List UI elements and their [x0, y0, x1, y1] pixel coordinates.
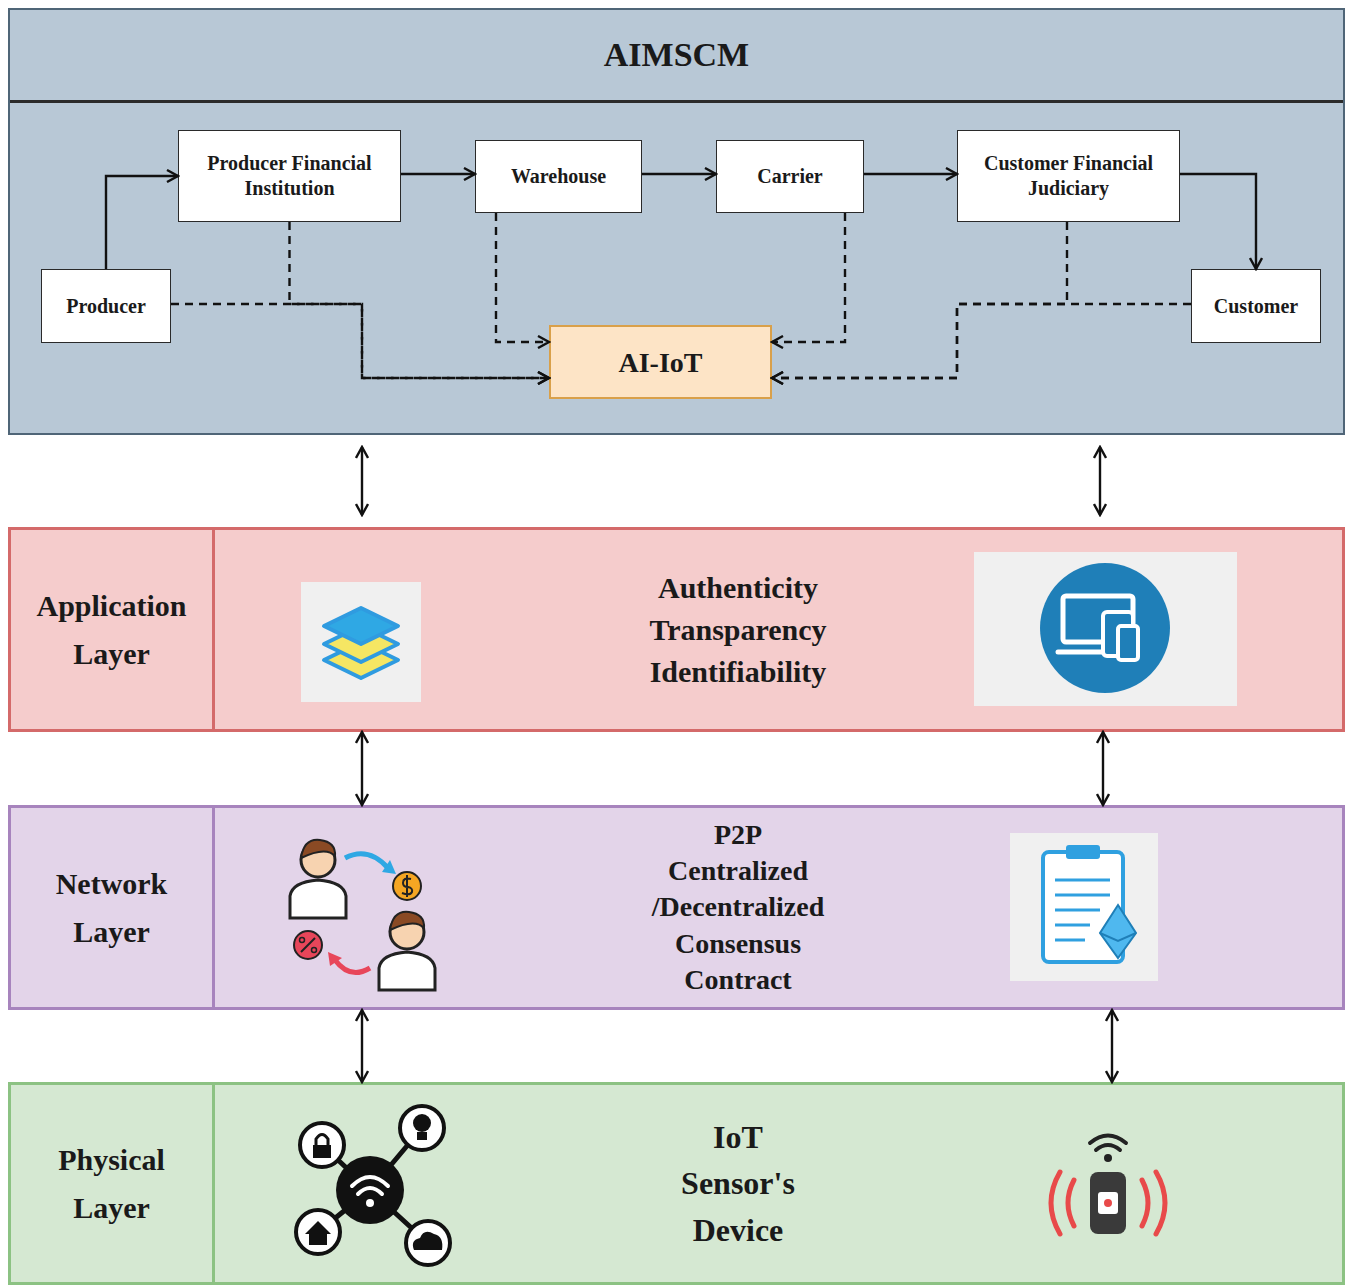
- layer-features: Authenticity Transparency Identifiabilit…: [649, 567, 826, 693]
- devices-icon: [974, 552, 1237, 706]
- layer-name: Application Layer: [19, 582, 204, 678]
- hub-box: AI-IoT: [549, 325, 772, 399]
- layer-content: Authenticity Transparency Identifiabilit…: [438, 530, 1038, 729]
- process-box: Producer Financial Institution: [178, 130, 401, 222]
- layer-name: Network Layer: [19, 860, 204, 956]
- process-box: Customer: [1191, 269, 1321, 343]
- arrow-connector: [1099, 447, 1101, 515]
- layer-label-cell: Application Layer: [11, 530, 215, 729]
- arrow-connector: [1111, 1010, 1113, 1082]
- exchange-icon: [290, 840, 435, 990]
- arrow-connector: [361, 732, 363, 805]
- dashed-connector: [171, 304, 549, 378]
- contract-icon: [1010, 833, 1158, 981]
- arrow-connector: [361, 447, 363, 515]
- layer-name: Physical Layer: [19, 1136, 204, 1232]
- box-label: Customer Financial Judiciary: [966, 151, 1171, 201]
- box-label: Customer: [1214, 294, 1298, 319]
- process-box: Producer: [41, 269, 171, 343]
- panel-title: AIMSCM: [604, 36, 749, 74]
- dashed-connector: [290, 222, 550, 378]
- arrow-connector: [106, 176, 178, 269]
- dashed-connector: [772, 304, 1191, 378]
- hub-label: AI-IoT: [618, 345, 702, 380]
- layer-label-cell: Physical Layer: [11, 1085, 215, 1282]
- arrow-connector: [1102, 732, 1104, 805]
- sensor-icon: [1051, 1136, 1165, 1235]
- layer-features: P2P Centralized /Decentralized Consensus…: [652, 817, 825, 999]
- box-label: Producer Financial Institution: [187, 151, 392, 201]
- process-box: Carrier: [716, 140, 864, 213]
- layer-content: P2P Centralized /Decentralized Consensus…: [438, 808, 1038, 1007]
- process-box: Customer Financial Judiciary: [957, 130, 1180, 222]
- arrow-connector: [864, 173, 957, 175]
- dashed-connector: [772, 213, 845, 342]
- iot-hub-icon: [296, 1106, 450, 1265]
- arrow-connector: [1180, 174, 1256, 269]
- layer-content: IoT Sensor's Device: [438, 1085, 1038, 1282]
- box-label: Producer: [66, 294, 146, 319]
- layer-label-cell: Network Layer: [11, 808, 215, 1007]
- process-box: Warehouse: [475, 140, 642, 213]
- layers-icon: [301, 582, 421, 702]
- box-label: Warehouse: [511, 164, 606, 189]
- dashed-connector: [496, 213, 549, 342]
- panel-header: AIMSCM: [10, 10, 1343, 103]
- arrow-connector: [361, 1010, 363, 1082]
- aimscm-panel: AIMSCM Producer Financial Institution Ware…: [8, 8, 1345, 435]
- layer-features: IoT Sensor's Device: [681, 1114, 795, 1253]
- arrow-connector: [642, 173, 716, 175]
- arrow-connector: [401, 173, 475, 175]
- box-label: Carrier: [757, 164, 823, 189]
- dashed-connector: [772, 222, 1067, 378]
